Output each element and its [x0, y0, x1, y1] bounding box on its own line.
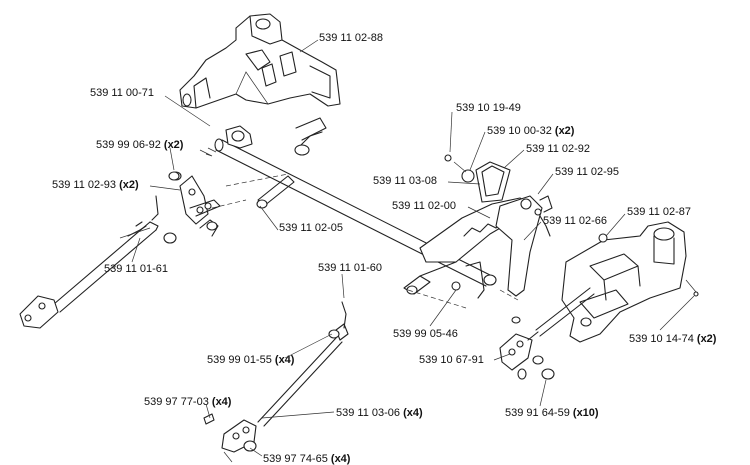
part-label-539-11-01-61: 539 11 01-61: [104, 263, 168, 275]
lift-bracket-left: [163, 171, 221, 244]
part-number: 539 99 05-46: [393, 328, 458, 340]
part-number: 539 11 01-60: [318, 262, 383, 274]
lift-rod-center: [203, 301, 349, 463]
part-label-539-10-67-91: 539 10 67-91: [419, 354, 484, 366]
part-number: 539 97 77-03: [144, 396, 209, 408]
part-quantity: (x2): [163, 139, 184, 151]
lift-arm-right: [499, 287, 595, 380]
part-number: 539 11 00-71: [90, 87, 155, 99]
part-number: 539 10 14-74: [629, 333, 694, 345]
part-quantity: (x10): [572, 407, 599, 419]
part-quantity: (x2): [119, 179, 139, 191]
part-number: 539 11 01-61: [104, 263, 169, 275]
left-pivot-arm: [199, 117, 327, 157]
part-number: 539 99 06-92: [96, 139, 161, 151]
part-number: 539 10 67-91: [419, 354, 484, 366]
part-number: 539 11 02-66: [543, 215, 608, 227]
part-label-539-11-02-00: 539 11 02-00: [392, 200, 456, 212]
part-quantity: (x2): [554, 125, 575, 137]
part-quantity: (x2): [696, 333, 717, 345]
part-label-539-11-01-60: 539 11 01-60: [318, 262, 382, 274]
part-number: 539 91 64-59: [505, 407, 570, 419]
part-label-539-11-02-87: 539 11 02-87: [627, 206, 691, 218]
lift-rod-left: [19, 195, 159, 329]
part-label-539-11-02-88: 539 11 02-88: [319, 32, 383, 44]
part-label-539-10-19-49: 539 10 19-49: [456, 102, 521, 114]
part-number: 539 11 03-08: [373, 175, 438, 187]
part-number: 539 11 03-06: [336, 407, 401, 419]
part-quantity: (x4): [403, 407, 423, 419]
part-label-539-97-74-65: 539 97 74-65 (x4): [263, 453, 350, 465]
part-label-539-10-14-74: 539 10 14-74 (x2): [629, 333, 716, 345]
part-label-539-11-02-93: 539 11 02-93 (x2): [52, 179, 139, 191]
part-number: 539 11 02-88: [319, 32, 384, 44]
part-number: 539 11 02-87: [627, 206, 692, 218]
part-quantity: (x4): [330, 453, 351, 465]
part-label-539-11-03-06: 539 11 03-06 (x4): [336, 407, 423, 419]
part-label-539-11-00-71: 539 11 00-71: [90, 87, 154, 99]
part-quantity: (x4): [211, 396, 232, 408]
part-label-539-99-01-55: 539 99 01-55 (x4): [207, 354, 294, 366]
part-label-539-11-02-66: 539 11 02-66: [543, 215, 607, 227]
part-number: 539 10 00-32: [487, 125, 552, 137]
adjust-plate: [444, 154, 511, 203]
part-number: 539 11 02-95: [555, 166, 620, 178]
part-label-539-11-03-08: 539 11 03-08: [373, 175, 437, 187]
part-number: 539 10 19-49: [456, 102, 521, 114]
part-number: 539 11 02-00: [392, 200, 457, 212]
part-label-539-10-00-32: 539 10 00-32 (x2): [487, 125, 574, 137]
part-label-539-11-02-05: 539 11 02-05: [279, 222, 343, 234]
part-label-539-11-02-95: 539 11 02-95: [555, 166, 619, 178]
part-number: 539 11 02-92: [526, 143, 591, 155]
part-label-539-99-06-92: 539 99 06-92 (x2): [96, 139, 183, 151]
right-mount-bracket: [561, 221, 699, 343]
part-number: 539 97 74-65: [263, 453, 328, 465]
part-label-539-91-64-59: 539 91 64-59 (x10): [505, 407, 599, 419]
part-number: 539 11 02-05: [279, 222, 344, 234]
part-number: 539 99 01-55: [207, 354, 272, 366]
link-bar: [203, 173, 295, 211]
part-label-539-11-02-92: 539 11 02-92: [526, 143, 590, 155]
part-label-539-99-05-46: 539 99 05-46: [393, 328, 458, 340]
part-quantity: (x4): [274, 354, 295, 366]
height-quadrant: [403, 195, 553, 324]
left-mount-bracket: [179, 13, 341, 109]
part-label-539-97-77-03: 539 97 77-03 (x4): [144, 396, 231, 408]
part-number: 539 11 02-93: [52, 179, 117, 191]
